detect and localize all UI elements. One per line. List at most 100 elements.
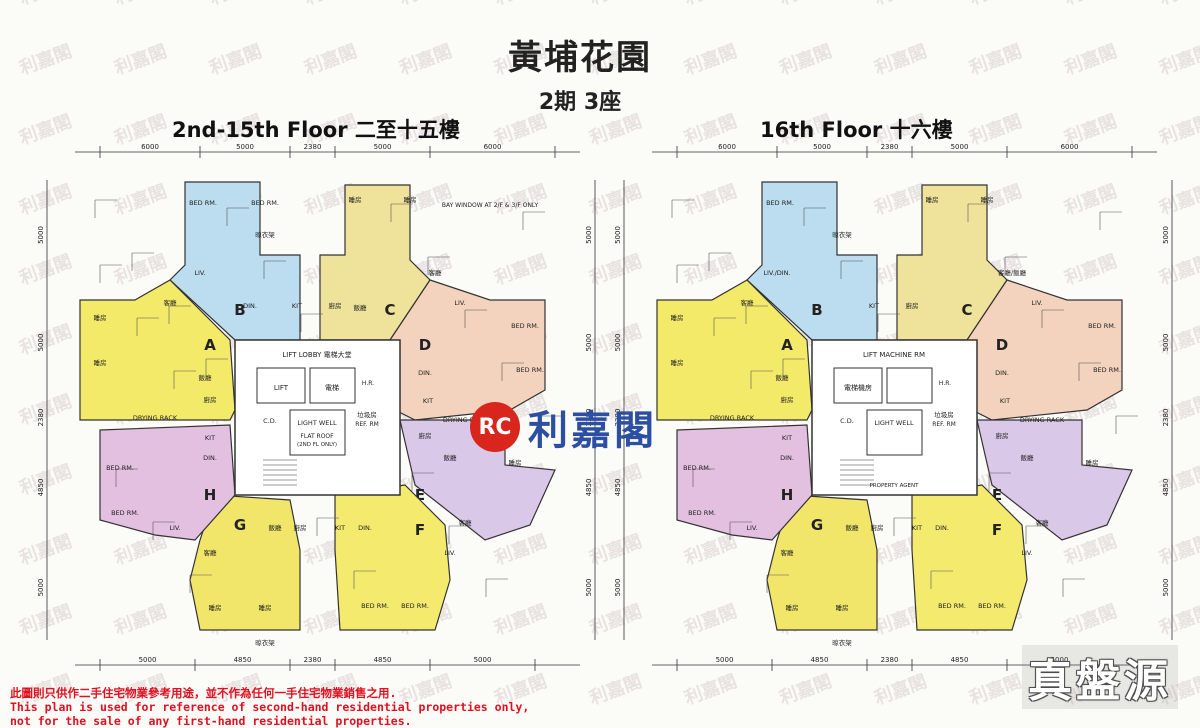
room-label: 睡房 <box>671 358 684 367</box>
flat-letter: A <box>204 336 216 354</box>
flat-f-outline <box>911 484 1028 631</box>
flat-g: G睡房睡房客廳飯廳廚房 <box>766 494 884 631</box>
watermark-text: 利嘉閣 <box>111 0 169 9</box>
room-label: BED RM. <box>516 366 544 374</box>
room-label: KIT <box>205 434 215 442</box>
dimension-label-left: 5000 <box>37 334 45 352</box>
agency-logo: RC 利嘉閣 <box>470 398 657 456</box>
dimension-label-bottom: 5000 <box>474 656 492 664</box>
watermark-text: 利嘉閣 <box>301 0 359 9</box>
cd-label: C.D. <box>840 417 854 425</box>
room-label: 廚房 <box>906 301 919 310</box>
dimension-label-left: 5000 <box>614 579 622 597</box>
room-label: 睡房 <box>209 603 222 612</box>
room-label: LIV. <box>194 269 205 277</box>
flat-h-outline <box>99 424 236 541</box>
dimension-label-bottom: 4850 <box>951 656 969 664</box>
room-label: BED RM. <box>111 509 139 517</box>
flat-g-outline <box>766 494 878 631</box>
room-label: 睡房 <box>94 313 107 322</box>
room-label: KIT <box>1000 397 1010 405</box>
dimension-label-top: 6000 <box>1061 143 1079 151</box>
flat-a-outline <box>656 279 813 421</box>
plan-1-heading: 2nd-15th Floor 二至十五樓 <box>172 118 460 142</box>
room-label: DIN. <box>780 454 794 462</box>
watermark-text: 利嘉閣 <box>1061 0 1119 9</box>
room-label: 睡房 <box>349 195 362 204</box>
dimension-label-right: 5000 <box>585 334 593 352</box>
dimension-label-left: 5000 <box>37 579 45 597</box>
brand-logo: 真盤源 <box>1022 645 1178 709</box>
flat-letter: H <box>204 486 217 504</box>
flat-letter: G <box>234 516 246 534</box>
flat-letter: A <box>781 336 793 354</box>
room-label: 廚房 <box>204 395 217 404</box>
room-label: LIV. <box>454 299 465 307</box>
hanger-top-label: 晾衣架 <box>832 230 852 239</box>
watermark-text: 利嘉閣 <box>871 0 929 9</box>
room-label: 睡房 <box>509 458 522 467</box>
room-label: 睡房 <box>671 313 684 322</box>
flat-letter: B <box>811 301 822 319</box>
building-title: 黃埔花園 <box>508 38 652 78</box>
flat-g-outline <box>189 494 301 631</box>
room-label: 飯廳 <box>776 373 790 382</box>
core-lobby-label: LIFT LOBBY 電梯大堂 <box>282 350 351 359</box>
hanger-top-label: 晾衣架 <box>255 230 275 239</box>
flat-letter: H <box>781 486 794 504</box>
room-label: KIT <box>292 302 302 310</box>
dimension-label-left: 5000 <box>37 226 45 244</box>
room-label: KIT <box>423 397 433 405</box>
flat-letter: C <box>384 301 395 319</box>
dimension-label-bottom: 4850 <box>811 656 829 664</box>
room-label: 飯廳 <box>354 303 368 312</box>
dimension-label-bottom: 4850 <box>374 656 392 664</box>
lift-shaft-1 <box>833 367 883 404</box>
light-well <box>866 409 923 456</box>
room-label: BED RM. <box>683 464 711 472</box>
dimension-label-bottom: 5000 <box>716 656 734 664</box>
disclaimer: 此圖則只供作二手住宅物業參考用途，並不作為任何一手住宅物業銷售之用. This … <box>10 686 529 728</box>
flat-e-outline <box>976 419 1133 541</box>
building-subtitle: 2期 3座 <box>538 90 622 115</box>
watermark-text: 利嘉閣 <box>396 0 454 9</box>
watermark-text: 利嘉閣 <box>491 0 549 9</box>
dimension-label-right: 4850 <box>585 479 593 497</box>
dimension-label-top: 6000 <box>718 143 736 151</box>
hanger-bottom-label: 晾衣架 <box>832 638 852 647</box>
flat-roof-note: (2ND FL ONLY) <box>297 442 337 448</box>
room-label: 飯廳 <box>444 453 458 462</box>
flat-letter: F <box>415 521 425 539</box>
lift-label-2: 電梯 <box>325 383 339 392</box>
room-label: BED RM. <box>106 464 134 472</box>
room-label: KIT <box>335 524 345 532</box>
flat-letter: D <box>996 336 1008 354</box>
refuse-room-en-label: REF. RM <box>355 421 379 428</box>
room-label: 客廳 <box>204 548 218 557</box>
room-label: 飯廳 <box>199 373 213 382</box>
flat-letter: E <box>415 486 425 504</box>
disclaimer-line-2: This plan is used for reference of secon… <box>10 700 530 714</box>
lift-shaft-1 <box>256 367 306 404</box>
watermark-text: 利嘉閣 <box>1156 40 1200 79</box>
dimension-label-top: 5000 <box>813 143 831 151</box>
watermark-text: 利嘉閣 <box>16 0 74 9</box>
lift-label-1: 電梯機房 <box>844 383 872 392</box>
disclaimer-line-1: 此圖則只供作二手住宅物業參考用途，並不作為任何一手住宅物業銷售之用. <box>10 686 397 700</box>
room-label: BED RM. <box>401 602 429 610</box>
light-well-label: LIGHT WELL <box>297 419 337 427</box>
room-label: 廚房 <box>781 395 794 404</box>
room-label: 廚房 <box>329 301 342 310</box>
lift-label-1: LIFT <box>274 384 289 392</box>
watermark-text: 利嘉閣 <box>206 0 264 9</box>
room-label: DRYING RACK <box>710 414 755 422</box>
room-label: LIV. <box>444 549 455 557</box>
